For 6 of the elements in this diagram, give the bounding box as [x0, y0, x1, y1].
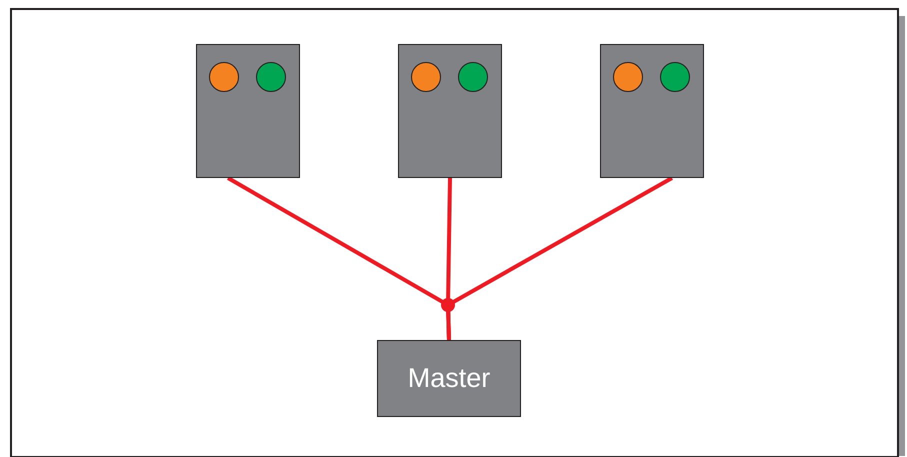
node-label: Master — [408, 363, 490, 394]
device-box — [600, 44, 704, 178]
master-box — [377, 340, 521, 417]
device-box — [196, 44, 300, 178]
device-box — [398, 44, 502, 178]
connection-line — [446, 176, 673, 340]
